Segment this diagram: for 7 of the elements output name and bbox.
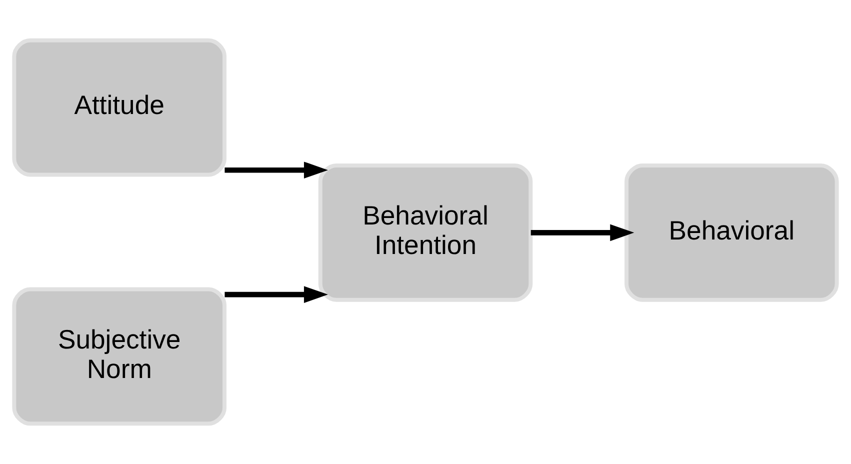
node-box: Behavioral [624,163,839,302]
arrow [224,286,328,303]
node-box: Attitude [12,38,226,177]
node-box: Behavioral Intention [318,163,533,302]
arrow [224,162,328,179]
arrow [530,224,634,242]
node-box: Subjective Norm [12,287,226,426]
